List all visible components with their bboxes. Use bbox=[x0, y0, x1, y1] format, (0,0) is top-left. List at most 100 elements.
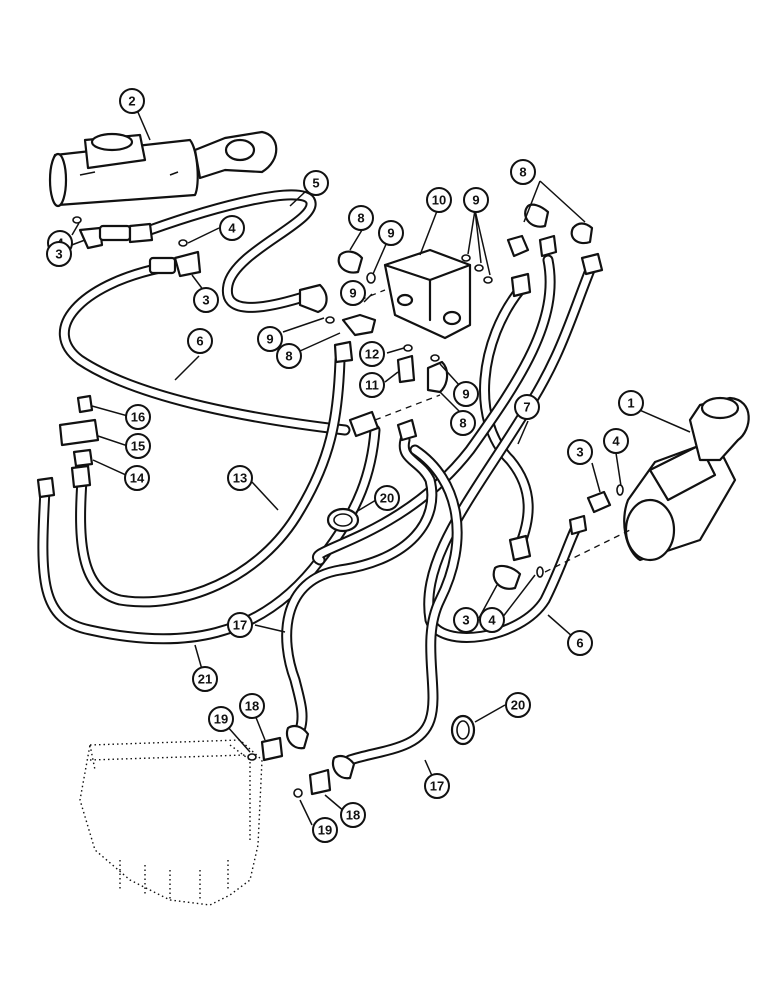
callout-circle bbox=[239, 693, 265, 719]
callout-circle bbox=[567, 439, 593, 465]
callout-marker: 3 bbox=[453, 607, 479, 633]
callout-circle bbox=[219, 215, 245, 241]
callout-marker: 15 bbox=[125, 433, 151, 459]
callout-label: 16 bbox=[131, 410, 145, 425]
callout-circle bbox=[46, 241, 72, 267]
callout-marker: 2 bbox=[119, 88, 145, 114]
callout-markers: 2543438910989986121198161514713413203461… bbox=[46, 88, 644, 843]
callout-circle bbox=[124, 465, 150, 491]
callout-marker: 13 bbox=[227, 465, 253, 491]
callout-label: 20 bbox=[380, 491, 394, 506]
callout-circle bbox=[187, 328, 213, 354]
callout-circle bbox=[603, 428, 629, 454]
control-valve-outline bbox=[79, 739, 263, 906]
callout-label: 1 bbox=[627, 396, 634, 411]
callout-label: 3 bbox=[202, 293, 209, 308]
callout-circle bbox=[453, 381, 479, 407]
callout-circle bbox=[227, 465, 253, 491]
callout-marker: 8 bbox=[510, 159, 536, 185]
callout-circle bbox=[340, 802, 366, 828]
callout-marker: 17 bbox=[227, 612, 253, 638]
callout-label: 20 bbox=[511, 698, 525, 713]
callout-marker: 9 bbox=[340, 280, 366, 306]
callout-label: 17 bbox=[430, 779, 444, 794]
callout-marker: 4 bbox=[219, 215, 245, 241]
callout-circle bbox=[463, 187, 489, 213]
callout-circle bbox=[453, 607, 479, 633]
hose-5 bbox=[144, 189, 317, 313]
seals bbox=[72, 216, 624, 798]
callout-label: 10 bbox=[432, 193, 446, 208]
callout-marker: 8 bbox=[348, 205, 374, 231]
callout-label: 3 bbox=[462, 613, 469, 628]
callout-label: 8 bbox=[357, 211, 364, 226]
callout-marker: 3 bbox=[193, 287, 219, 313]
callout-marker: 4 bbox=[603, 428, 629, 454]
callout-circle bbox=[426, 187, 452, 213]
callout-marker: 18 bbox=[340, 802, 366, 828]
callout-circle bbox=[125, 404, 151, 430]
callout-circle bbox=[276, 343, 302, 369]
callout-circle bbox=[192, 666, 218, 692]
callout-marker: 9 bbox=[463, 187, 489, 213]
callout-label: 4 bbox=[612, 434, 620, 449]
callout-label: 12 bbox=[365, 347, 379, 362]
callout-marker: 17 bbox=[424, 773, 450, 799]
hose-long-left bbox=[312, 254, 556, 566]
callout-marker: 9 bbox=[257, 326, 283, 352]
callout-marker: 3 bbox=[567, 439, 593, 465]
callout-label: 8 bbox=[519, 165, 526, 180]
callout-circle bbox=[359, 341, 385, 367]
callout-label: 9 bbox=[387, 226, 394, 241]
callout-label: 11 bbox=[365, 378, 379, 393]
callout-label: 21 bbox=[198, 672, 212, 687]
callout-marker: 20 bbox=[374, 485, 400, 511]
hose-17-left bbox=[281, 434, 438, 736]
callout-marker: 12 bbox=[359, 341, 385, 367]
callout-circle bbox=[312, 817, 338, 843]
callout-circle bbox=[378, 220, 404, 246]
cylinder-2 bbox=[48, 130, 278, 208]
callout-marker: 9 bbox=[453, 381, 479, 407]
callout-circle bbox=[340, 280, 366, 306]
callout-marker: 8 bbox=[276, 343, 302, 369]
callout-label: 9 bbox=[349, 286, 356, 301]
callout-label: 4 bbox=[228, 221, 236, 236]
callout-label: 6 bbox=[576, 636, 583, 651]
callout-marker: 10 bbox=[426, 187, 452, 213]
callout-label: 18 bbox=[346, 808, 360, 823]
callout-label: 9 bbox=[462, 387, 469, 402]
callout-marker: 5 bbox=[303, 170, 329, 196]
callout-circle bbox=[374, 485, 400, 511]
callout-circle bbox=[303, 170, 329, 196]
callout-marker: 16 bbox=[125, 404, 151, 430]
callout-marker: 7 bbox=[514, 394, 540, 420]
callout-label: 2 bbox=[128, 94, 135, 109]
callout-circle bbox=[514, 394, 540, 420]
hose-6-upper bbox=[58, 262, 351, 436]
callout-label: 8 bbox=[459, 416, 466, 431]
callout-marker: 20 bbox=[505, 692, 531, 718]
callout-circle bbox=[505, 692, 531, 718]
callout-label: 3 bbox=[55, 247, 62, 262]
callout-marker: 11 bbox=[359, 372, 385, 398]
callout-label: 9 bbox=[472, 193, 479, 208]
callout-circle bbox=[510, 159, 536, 185]
callout-marker: 18 bbox=[239, 693, 265, 719]
callout-circle bbox=[119, 88, 145, 114]
hose-21 bbox=[37, 424, 381, 645]
hose-6-lower bbox=[423, 264, 596, 643]
hose-13 bbox=[75, 354, 346, 608]
callout-circle bbox=[567, 630, 593, 656]
callout-circle bbox=[208, 706, 234, 732]
callout-circle bbox=[227, 612, 253, 638]
callout-circle bbox=[348, 205, 374, 231]
callout-label: 18 bbox=[245, 699, 259, 714]
callout-label: 4 bbox=[488, 613, 496, 628]
valve-block-10 bbox=[383, 248, 472, 340]
callout-label: 17 bbox=[233, 618, 247, 633]
fittings bbox=[36, 203, 612, 796]
callout-marker: 4 bbox=[479, 607, 505, 633]
callout-marker: 21 bbox=[192, 666, 218, 692]
